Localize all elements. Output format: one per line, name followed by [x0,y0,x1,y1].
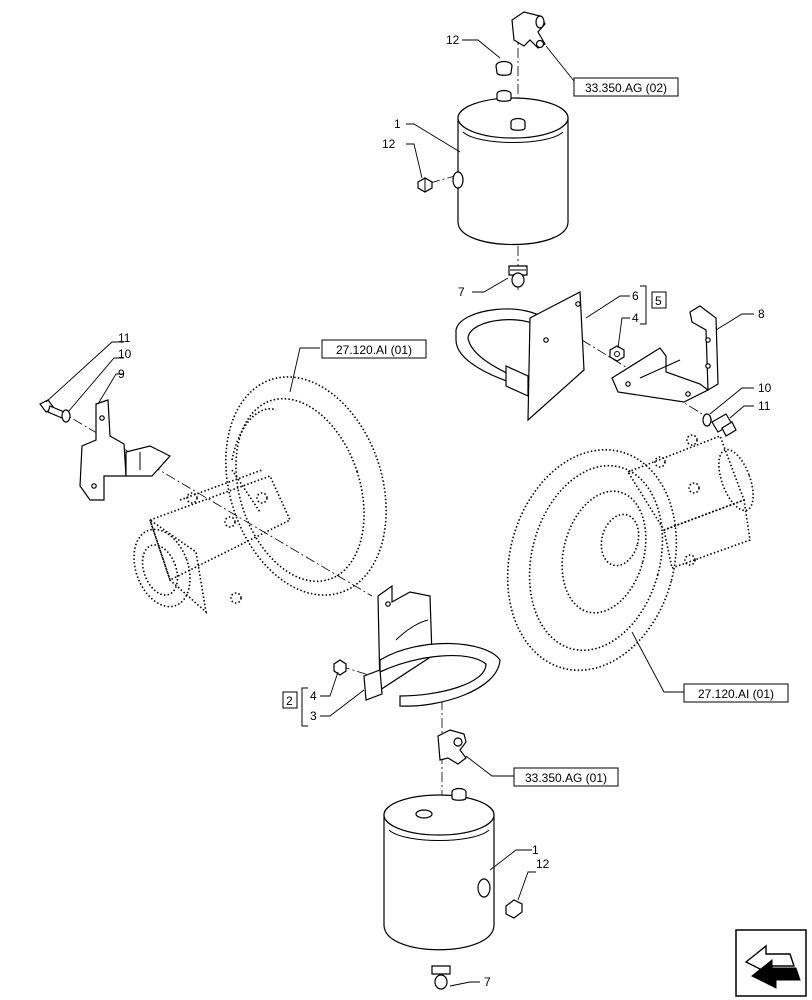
nut-top [609,345,625,362]
fitting-top [511,11,546,49]
strap-bracket-top [455,291,585,422]
callout-11-left: 11 [118,331,131,345]
callout-11-right: 11 [758,399,771,413]
previous-page-arrow-icon[interactable] [735,929,807,997]
ref-box-27120ai-right[interactable] [683,683,789,703]
ref-box-33350ag-01[interactable] [513,767,619,787]
ref-box-27120ai-left[interactable] [321,339,427,359]
callout-4-bottom: 4 [310,689,317,703]
drain-valve-bottom [431,965,451,990]
ref-27120ai-left[interactable]: 27.120.AI (01) [336,343,412,357]
bolt-right [711,413,737,437]
callout-4-top: 4 [632,311,639,325]
kit-bracket-2 [282,687,308,727]
washer-right [702,413,712,427]
callout-8: 8 [758,307,765,321]
mounting-bracket-right [611,305,719,403]
strap-bracket-bottom [363,584,501,707]
callout-3: 3 [310,709,317,723]
axle-housing-right [506,434,754,672]
callout-12-top: 12 [446,33,460,47]
drain-valve-top [508,265,528,288]
callout-10-right: 10 [758,381,772,395]
kit-bracket-5 [640,285,667,325]
side-plug-top [417,177,433,193]
callout-5: 5 [655,294,662,308]
callout-7-top: 7 [458,285,465,299]
callout-1-top: 1 [394,117,401,131]
air-tank-bottom [383,787,495,951]
callout-6: 6 [632,289,639,303]
nut-bottom [333,659,347,676]
drain-plug-top [495,60,513,76]
ref-33350ag-01[interactable]: 33.350.AG (01) [525,771,607,785]
callout-7-bottom: 7 [484,975,491,989]
ref-33350ag-02[interactable]: 33.350.AG (02) [585,81,667,95]
callout-12-bottom: 12 [536,857,550,871]
fitting-bottom [437,729,467,765]
callout-12-side: 12 [382,137,396,151]
callout-10-left: 10 [118,347,132,361]
leader-lines [45,39,754,987]
callout-9: 9 [118,367,125,381]
ref-box-33350ag-02[interactable] [573,77,679,97]
callout-2: 2 [286,694,293,708]
callout-numbers: 12 1 12 7 6 4 5 8 11 10 9 10 11 4 2 3 1 … [118,33,772,989]
axle-housing-left [133,376,387,615]
washer-left [61,409,71,423]
mounting-bracket-left [79,399,171,501]
drain-plug-bottom [505,899,523,919]
assembly-axes [57,30,713,940]
ref-27120ai-right[interactable]: 27.120.AI (01) [698,687,774,701]
callout-1-bottom: 1 [532,843,539,857]
air-tank-top [452,89,569,246]
bolt-left [39,399,65,419]
